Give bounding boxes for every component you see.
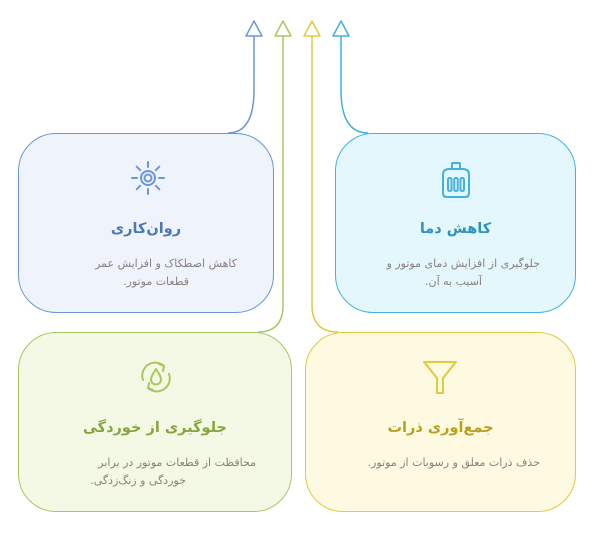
lubrication-desc-line-2: قطعات موتور. xyxy=(123,275,189,288)
card-particles: جمع‌آوری ذرات حذف ذرات معلق و رسوبات از … xyxy=(305,332,576,512)
arrow-head-green xyxy=(274,20,292,37)
arrow-yellow xyxy=(311,36,339,333)
cooling-description: جلوگیری از افزایش دمای موتور و آسیب به آ… xyxy=(336,255,540,291)
cooling-title: کاهش دما xyxy=(419,221,492,237)
lubrication-title: روان‌کاری xyxy=(110,221,182,237)
arrow-cyan xyxy=(340,36,369,134)
corrosion-title: جلوگیری از خوردگی xyxy=(83,420,227,436)
corrosion-desc-line-2: خوردگی و زنگ‌زدگی. xyxy=(90,474,186,487)
cooling-desc-line-2: آسیب به آن. xyxy=(425,275,482,288)
arrow-green xyxy=(257,36,284,333)
arrow-head-blue xyxy=(245,20,263,37)
particles-description: حذف ذرات معلق و رسوبات از موتور. xyxy=(306,454,540,472)
corrosion-description: محافظت از قطعات موتور در برابر خوردگی و … xyxy=(19,454,256,490)
sun-gear-icon xyxy=(131,161,165,195)
card-lubrication: روان‌کاری کاهش اصطکاک و افزایش عمر قطعات… xyxy=(18,133,274,313)
corrosion-desc-line-1: محافظت از قطعات موتور در برابر xyxy=(98,456,256,469)
droplet-recycle-icon xyxy=(141,361,171,393)
funnel-icon xyxy=(423,361,457,394)
lubrication-description: کاهش اصطکاک و افزایش عمر قطعات موتور. xyxy=(19,255,237,291)
card-corrosion: جلوگیری از خوردگی محافظت از قطعات موتور … xyxy=(18,332,292,512)
lubrication-desc-line-1: کاهش اصطکاک و افزایش عمر xyxy=(95,257,237,270)
radiator-icon xyxy=(442,162,470,198)
card-cooling: کاهش دما جلوگیری از افزایش دمای موتور و … xyxy=(335,133,576,313)
particles-desc-line-1: حذف ذرات معلق و رسوبات از موتور. xyxy=(367,456,540,469)
arrow-blue xyxy=(227,36,255,134)
arrow-head-cyan xyxy=(332,20,350,37)
cooling-desc-line-1: جلوگیری از افزایش دمای موتور و xyxy=(386,257,540,270)
arrow-head-yellow xyxy=(303,20,321,37)
particles-title: جمع‌آوری ذرات xyxy=(387,420,494,436)
